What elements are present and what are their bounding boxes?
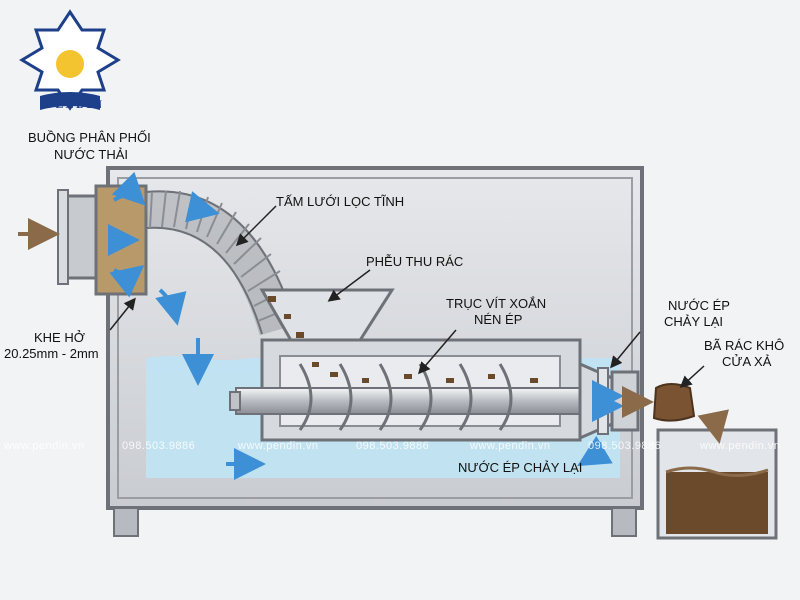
watermark-site-4: www.pendin.vn [700, 440, 781, 452]
watermark-phone-1: 098.503.9886 [122, 440, 196, 452]
label-static-screen: TẤM LƯỚI LỌC TĨNH [276, 194, 405, 209]
flow-arrows [108, 171, 624, 480]
label-dry-waste-2: CỬA XẢ [722, 354, 772, 369]
tank-leg [611, 507, 637, 537]
label-screw-shaft-1: TRỤC VÍT XOẮN [446, 296, 547, 311]
label-return-water-top-1: NƯỚC ÉP [668, 298, 730, 313]
logo-sun-icon [56, 50, 84, 78]
label-screw-shaft-2: NÉN ÉP [474, 312, 523, 327]
watermark-site-1: www.pendin.vn [4, 440, 85, 452]
label-gap-1: KHE HỞ [34, 330, 85, 345]
label-distribution-chamber-1: BUỒNG PHÂN PHỐI [28, 130, 151, 145]
tank-leg [113, 507, 139, 537]
label-trash-hopper: PHỄU THU RÁC [366, 254, 464, 269]
watermark-site-2: www.pendin.vn [238, 440, 319, 452]
label-return-water-bottom: NƯỚC ÉP CHẢY LẠI [458, 460, 583, 475]
leader-return [610, 331, 641, 369]
logo [19, 9, 121, 111]
logo-brand: PENDIN [46, 97, 105, 111]
dry-waste-plug [652, 383, 696, 422]
leader-screw [418, 329, 457, 375]
watermark-phone-3: 098.503.9886 [588, 440, 662, 452]
leader-dry [679, 365, 705, 389]
watermark-site-3: www.pendin.vn [470, 440, 551, 452]
label-distribution-chamber-2: NƯỚC THẢI [54, 147, 129, 162]
leader-screen [235, 205, 277, 247]
watermark-phone-2: 098.503.9886 [356, 440, 430, 452]
label-gap-2: 20.25mm - 2mm [4, 346, 99, 361]
screw-shaft [235, 387, 607, 415]
sludge-particles [268, 296, 538, 383]
leader-hopper [327, 269, 371, 302]
drop-arrow [697, 409, 729, 444]
label-return-water-top-2: CHẢY LẠI [664, 314, 724, 329]
leader-gap [109, 297, 136, 331]
label-dry-waste-1: BÃ RÁC KHÔ [704, 338, 785, 353]
